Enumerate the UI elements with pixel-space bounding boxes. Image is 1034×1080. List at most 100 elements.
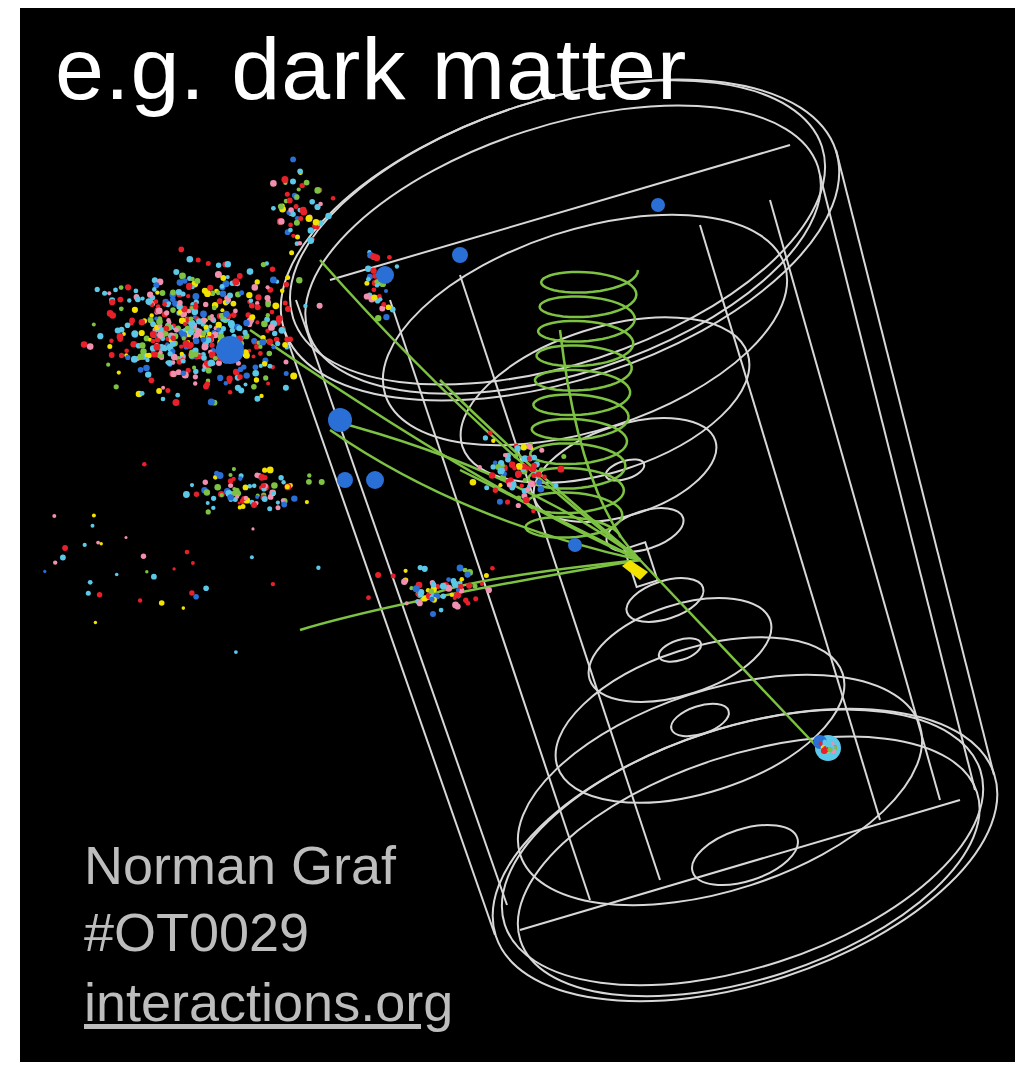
hit-dot	[193, 351, 199, 357]
hit-dot	[203, 480, 208, 485]
hit-dot	[119, 306, 124, 311]
hit-dot	[138, 598, 142, 602]
hit-dot	[512, 466, 517, 471]
hit-dot	[238, 367, 243, 372]
hit-dot	[284, 484, 291, 491]
hit-dot	[190, 277, 195, 282]
hit-dot	[129, 318, 135, 324]
hit-dot	[175, 393, 180, 398]
hit-dot	[270, 180, 277, 187]
hit-dot	[143, 365, 150, 372]
hit-dot	[513, 453, 518, 458]
hit-dot	[226, 376, 232, 382]
hit-dot	[139, 330, 145, 336]
hit-dot	[193, 293, 200, 300]
hit-dot	[217, 472, 224, 479]
hit-dot	[294, 194, 299, 199]
hit-dot	[43, 570, 46, 573]
hit-dot	[404, 569, 408, 573]
hit-dot	[102, 291, 107, 296]
hit-dot	[315, 225, 319, 229]
hit-dot	[202, 368, 206, 372]
hit-dot	[142, 462, 147, 467]
hit-dot	[190, 483, 194, 487]
hit-dot	[186, 294, 190, 298]
hit-dot	[227, 293, 233, 299]
hit-dot	[189, 316, 194, 321]
hit-dot	[465, 572, 471, 578]
hit-dot	[507, 482, 512, 487]
hit-dot	[493, 488, 498, 493]
hit-dot	[151, 332, 157, 338]
hit-dot	[231, 477, 235, 481]
hit-dot	[139, 319, 145, 325]
hit-dot	[164, 310, 169, 315]
hit-dot	[182, 278, 188, 284]
hit-dot	[259, 364, 263, 368]
hit-dot	[181, 371, 186, 376]
hit-dot	[237, 374, 243, 380]
hit-dot	[202, 343, 208, 349]
hit-dot	[480, 582, 484, 586]
hit-dot	[371, 294, 377, 300]
hit-dot	[289, 250, 294, 255]
hit-dot	[211, 506, 215, 510]
hit-dot	[395, 264, 399, 268]
hit-dot	[233, 309, 238, 314]
hit-dot	[505, 500, 510, 505]
hit-dot	[450, 593, 454, 597]
hit-dot	[531, 473, 536, 478]
hit-dot	[251, 338, 256, 343]
hit-dot	[100, 542, 103, 545]
hit-dot	[272, 302, 279, 309]
hit-dot	[166, 318, 171, 323]
hit-dot	[284, 359, 289, 364]
energy-cluster	[651, 198, 665, 212]
hit-dot	[92, 513, 96, 517]
hit-dot	[298, 241, 302, 245]
hit-dot	[313, 219, 320, 226]
hit-dot	[294, 204, 299, 209]
hit-dot	[418, 591, 424, 597]
hit-dot	[95, 287, 100, 292]
hit-dot	[216, 322, 222, 328]
detector-outline	[241, 17, 1034, 1057]
hit-dot	[539, 448, 544, 453]
hit-dot	[251, 527, 254, 530]
hit-dot	[193, 381, 197, 385]
hit-dot	[295, 234, 300, 239]
hit-dot	[489, 472, 495, 478]
hit-dot	[145, 570, 148, 573]
hit-dot	[252, 370, 259, 377]
hit-dot	[285, 275, 290, 280]
energy-cluster	[366, 471, 384, 489]
hit-dot	[238, 501, 241, 504]
hit-dot	[156, 388, 162, 394]
hit-dot	[235, 495, 239, 499]
hit-dot	[275, 341, 280, 346]
hit-dot	[109, 339, 113, 343]
hit-dot	[458, 584, 463, 589]
hit-dot	[174, 328, 179, 333]
hit-dot	[243, 320, 249, 326]
hit-dot	[210, 317, 215, 322]
hit-dot	[263, 375, 268, 380]
hit-dot	[226, 275, 230, 279]
hit-dot	[201, 317, 207, 323]
hit-dot	[151, 574, 157, 580]
hit-dot	[193, 338, 199, 344]
hit-dot	[171, 336, 176, 341]
hit-dot	[823, 739, 827, 743]
hit-dot	[194, 278, 200, 284]
hit-dot	[287, 336, 293, 342]
hit-dot	[366, 595, 371, 600]
hit-dot	[386, 305, 392, 311]
hit-dot	[173, 399, 180, 406]
hit-dot	[281, 176, 288, 183]
hit-dot	[152, 351, 158, 357]
energy-cluster	[337, 472, 353, 488]
hit-dot	[181, 292, 186, 297]
hit-dot	[491, 439, 495, 443]
hit-dot	[97, 333, 103, 339]
hit-dot	[528, 480, 535, 487]
